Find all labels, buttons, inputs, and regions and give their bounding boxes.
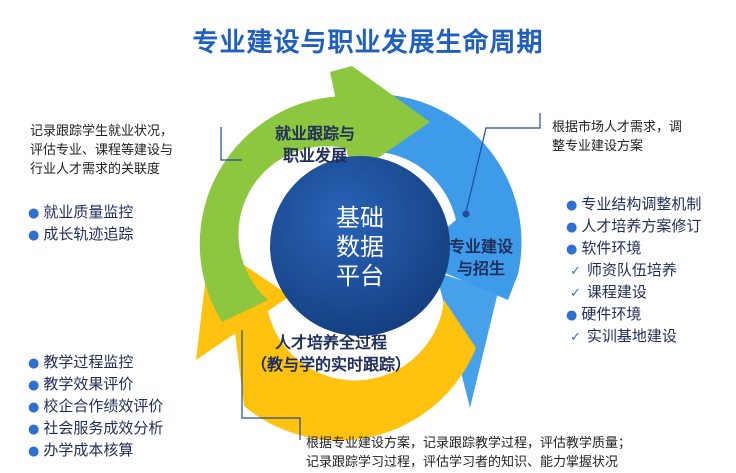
segment-line: 就业跟踪与 — [274, 124, 355, 143]
bullet-dot-icon: ● — [566, 220, 578, 235]
note-line: 评估专业、课程等建设与 — [30, 143, 174, 158]
note-line: 根据专业建设方案，记录跟踪教学过程，评估教学质量； — [306, 436, 632, 451]
bullet-dot-icon: ● — [28, 206, 40, 221]
list-item: ✓实训基地建设 — [570, 327, 677, 345]
bullet-dot-icon: ● — [566, 242, 578, 257]
center-platform-circle — [270, 156, 450, 336]
bullet-dot-icon: ● — [28, 356, 40, 371]
check-icon: ✓ — [570, 286, 581, 301]
bullet-dot-icon: ● — [566, 198, 578, 213]
list-item: ●就业质量监控 — [28, 203, 134, 221]
list-item: ●校企合作绩效评价 — [28, 397, 164, 415]
diagram-title: 专业建设与职业发展生命周期 — [192, 28, 544, 58]
talent-list: ●教学过程监控 ●教学效果评价 ●校企合作绩效评价 ●社会服务成效分析 ●办学成… — [28, 352, 163, 462]
list-item: ●办学成本核算 — [28, 441, 134, 459]
bullet-dot-icon: ● — [28, 444, 40, 459]
note-line: 行业人才需求的关联度 — [30, 162, 161, 177]
list-item: ●人才培养方案修订 — [566, 217, 702, 235]
segment-line: 人才培养全过程 — [274, 333, 387, 352]
employment-note: 记录跟踪学生就业状况， 评估专业、课程等建设与 行业人才需求的关联度 — [30, 122, 230, 179]
center-line: 基础 — [336, 204, 384, 232]
construction-list: ●专业结构调整机制 ●人才培养方案修订 ●软件环境 ✓师资队伍培养 ✓课程建设 … — [566, 194, 701, 348]
segment-line: （教与学的实时跟踪） — [250, 355, 411, 374]
list-item: ●成长轨迹追踪 — [28, 225, 134, 243]
bullet-dot-icon: ● — [28, 378, 40, 393]
bullet-dot-icon: ● — [28, 422, 40, 437]
list-item: ●硬件环境 — [566, 305, 642, 323]
callout-lines — [220, 113, 541, 440]
segment-line: 与招生 — [456, 259, 505, 278]
list-item: ●教学效果评价 — [28, 375, 134, 393]
employment-list: ●就业质量监控 ●成长轨迹追踪 — [28, 202, 133, 246]
talent-note: 根据专业建设方案，记录跟踪教学过程，评估教学质量； 记录跟踪学习过程，评估学习者… — [306, 434, 726, 472]
employment-segment-label: 就业跟踪与 职业发展 — [250, 123, 380, 167]
bullet-dot-icon: ● — [28, 228, 40, 243]
list-item: ✓课程建设 — [570, 283, 647, 301]
bullet-dot-icon: ● — [28, 400, 40, 415]
center-line: 平台 — [336, 262, 384, 290]
list-item: ●专业结构调整机制 — [566, 195, 702, 213]
center-line: 数据 — [336, 233, 384, 261]
segment-line: 职业发展 — [282, 146, 347, 165]
bullet-dot-icon: ● — [566, 308, 578, 323]
list-item: ●教学过程监控 — [28, 353, 134, 371]
note-line: 记录跟踪学生就业状况， — [30, 124, 174, 139]
check-icon: ✓ — [570, 330, 581, 345]
note-line: 整专业建设方案 — [552, 139, 644, 154]
list-item: ●软件环境 — [566, 239, 642, 257]
list-item: ✓师资队伍培养 — [570, 261, 677, 279]
segment-line: 专业建设 — [448, 237, 513, 256]
talent-segment-label: 人才培养全过程 （教与学的实时跟踪） — [226, 332, 436, 376]
note-line: 根据市场人才需求，调 — [552, 120, 683, 135]
list-item: ●社会服务成效分析 — [28, 419, 164, 437]
construction-note: 根据市场人才需求，调 整专业建设方案 — [552, 118, 722, 156]
employment-segment — [199, 66, 430, 322]
center-label: 基础 数据 平台 — [320, 204, 400, 291]
check-icon: ✓ — [570, 264, 581, 279]
construction-segment-label: 专业建设 与招生 — [436, 236, 526, 280]
note-line: 记录跟踪学习过程，评估学习者的知识、能力掌握状况 — [306, 455, 619, 470]
